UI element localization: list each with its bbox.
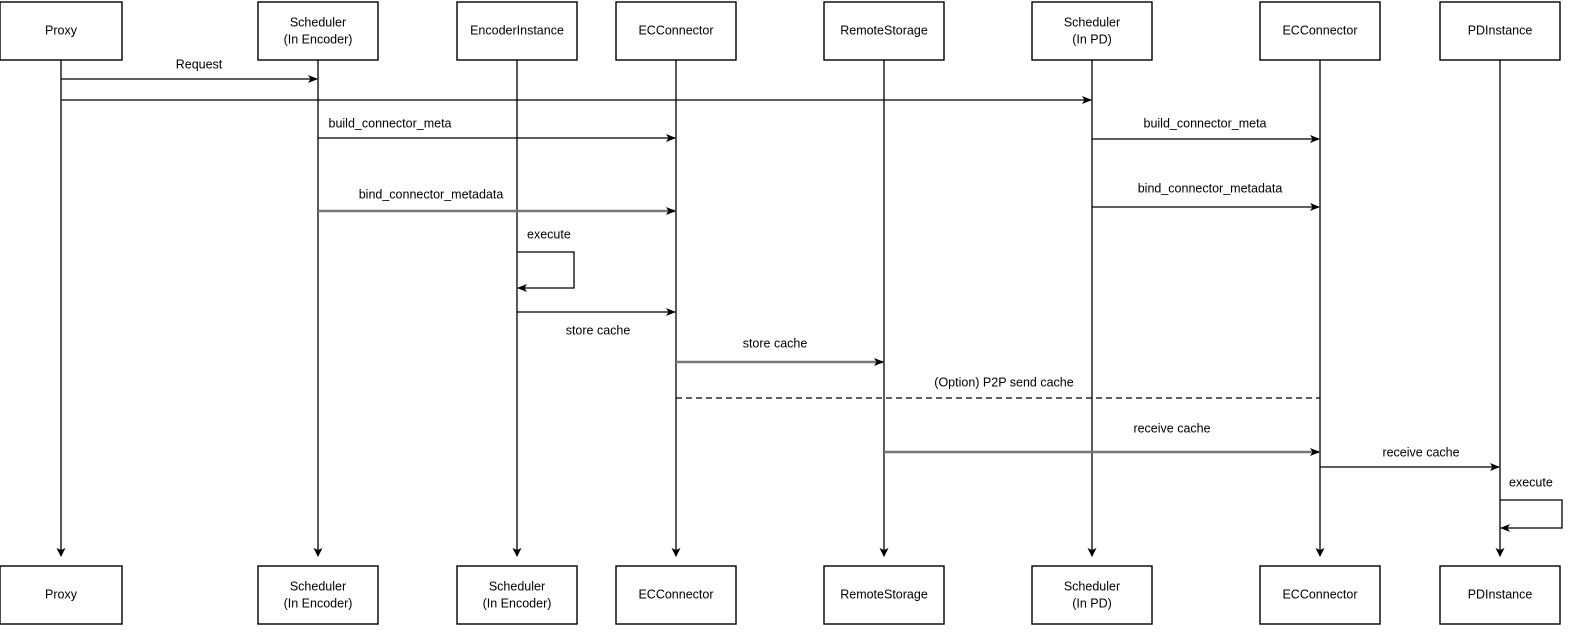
top-participant-sched_enc[interactable]: Scheduler (In Encoder) xyxy=(257,1,379,61)
lifelines-group xyxy=(56,60,1505,557)
top-participant-pd_inst[interactable]: PDInstance xyxy=(1439,1,1561,61)
message-label: (Option) P2P send cache xyxy=(934,375,1073,389)
participant-sublabel: (In Encoder) xyxy=(284,596,353,610)
message-label: Request xyxy=(176,57,223,71)
message-m7[interactable]: store cache xyxy=(517,308,676,337)
participant-label: Scheduler xyxy=(290,15,346,29)
bottom-participant-ec_left[interactable]: ECConnector xyxy=(615,565,737,625)
message-m8[interactable]: store cache xyxy=(676,336,884,366)
bottom-participant-boxes: Proxy Scheduler (In Encoder) Scheduler (In E… xyxy=(0,565,1561,625)
message-m1[interactable]: Request xyxy=(61,57,318,83)
message-label: receive cache xyxy=(1133,421,1210,435)
participant-box xyxy=(823,1,945,61)
top-participant-remote[interactable]: RemoteStorage xyxy=(823,1,945,61)
participant-label: ECConnector xyxy=(1282,23,1357,37)
participant-label: Scheduler xyxy=(1064,579,1120,593)
bottom-participant-pd_inst[interactable]: PDInstance xyxy=(1439,565,1561,625)
message-label: store cache xyxy=(743,336,808,350)
participant-box xyxy=(257,565,379,625)
participant-label: Proxy xyxy=(45,587,78,601)
participant-label: ECConnector xyxy=(638,23,713,37)
bottom-participant-sched_pd[interactable]: Scheduler (In PD) xyxy=(1031,565,1153,625)
participant-label: Scheduler xyxy=(290,579,346,593)
self-loop-label: execute xyxy=(1509,475,1553,489)
top-participant-ec_left[interactable]: ECConnector xyxy=(615,1,737,61)
bottom-participant-remote[interactable]: RemoteStorage xyxy=(823,565,945,625)
participant-label: ECConnector xyxy=(1282,587,1357,601)
message-m5[interactable]: bind_connector_metadata xyxy=(318,187,676,215)
participant-sublabel: (In Encoder) xyxy=(284,32,353,46)
self-loop-path xyxy=(1500,499,1563,532)
participant-box xyxy=(456,565,578,625)
message-label: build_connector_meta xyxy=(1144,116,1267,130)
participant-box xyxy=(615,1,737,61)
participant-label: RemoteStorage xyxy=(840,587,928,601)
participant-box xyxy=(1259,565,1381,625)
participant-box xyxy=(1031,565,1153,625)
message-m11[interactable]: receive cache xyxy=(1320,445,1500,471)
self-loop-s1[interactable]: execute xyxy=(517,227,575,292)
participant-label: Scheduler xyxy=(1064,15,1120,29)
participant-label: RemoteStorage xyxy=(840,23,928,37)
participant-label: EncoderInstance xyxy=(470,23,564,37)
participant-label: Scheduler xyxy=(489,579,545,593)
participant-box xyxy=(456,1,578,61)
message-label: bind_connector_metadata xyxy=(1138,181,1283,195)
top-participant-encoder_inst[interactable]: EncoderInstance xyxy=(456,1,578,61)
participant-sublabel: (In PD) xyxy=(1072,32,1112,46)
participant-box xyxy=(0,1,123,61)
message-label: build_connector_meta xyxy=(329,116,452,130)
message-m3[interactable]: build_connector_meta xyxy=(318,116,676,142)
message-m4[interactable]: build_connector_meta xyxy=(1092,116,1320,143)
message-label: store cache xyxy=(566,323,631,337)
messages-group: Request build_connector_meta build_connect… xyxy=(61,57,1500,471)
participant-box xyxy=(823,565,945,625)
message-m9[interactable]: (Option) P2P send cache xyxy=(676,375,1320,399)
bottom-participant-proxy[interactable]: Proxy xyxy=(0,565,123,625)
participant-box xyxy=(615,565,737,625)
participant-sublabel: (In PD) xyxy=(1072,596,1112,610)
participant-box xyxy=(1259,1,1381,61)
self-loops-group: execute execute xyxy=(517,227,1563,532)
message-label: receive cache xyxy=(1382,445,1459,459)
participant-box xyxy=(1439,1,1561,61)
top-participant-ec_right[interactable]: ECConnector xyxy=(1259,1,1381,61)
participant-box xyxy=(0,565,123,625)
participant-sublabel: (In Encoder) xyxy=(483,596,552,610)
message-m6[interactable]: bind_connector_metadata xyxy=(1092,181,1320,211)
participant-box xyxy=(257,1,379,61)
bottom-participant-encoder_inst[interactable]: Scheduler (In Encoder) xyxy=(456,565,578,625)
bottom-participant-sched_enc[interactable]: Scheduler (In Encoder) xyxy=(257,565,379,625)
participant-box xyxy=(1031,1,1153,61)
bottom-participant-ec_right[interactable]: ECConnector xyxy=(1259,565,1381,625)
participant-box xyxy=(1439,565,1561,625)
message-label: bind_connector_metadata xyxy=(359,187,504,201)
top-participant-sched_pd[interactable]: Scheduler (In PD) xyxy=(1031,1,1153,61)
self-loop-s2[interactable]: execute xyxy=(1500,475,1563,532)
participant-label: Proxy xyxy=(45,23,78,37)
top-participant-proxy[interactable]: Proxy xyxy=(0,1,123,61)
self-loop-label: execute xyxy=(527,227,571,241)
message-m10[interactable]: receive cache xyxy=(884,421,1320,456)
top-participant-boxes: Proxy Scheduler (In Encoder) EncoderInstanc… xyxy=(0,1,1561,61)
participant-label: PDInstance xyxy=(1468,23,1533,37)
participant-label: PDInstance xyxy=(1468,587,1533,601)
self-loop-path xyxy=(517,251,575,292)
participant-label: ECConnector xyxy=(638,587,713,601)
